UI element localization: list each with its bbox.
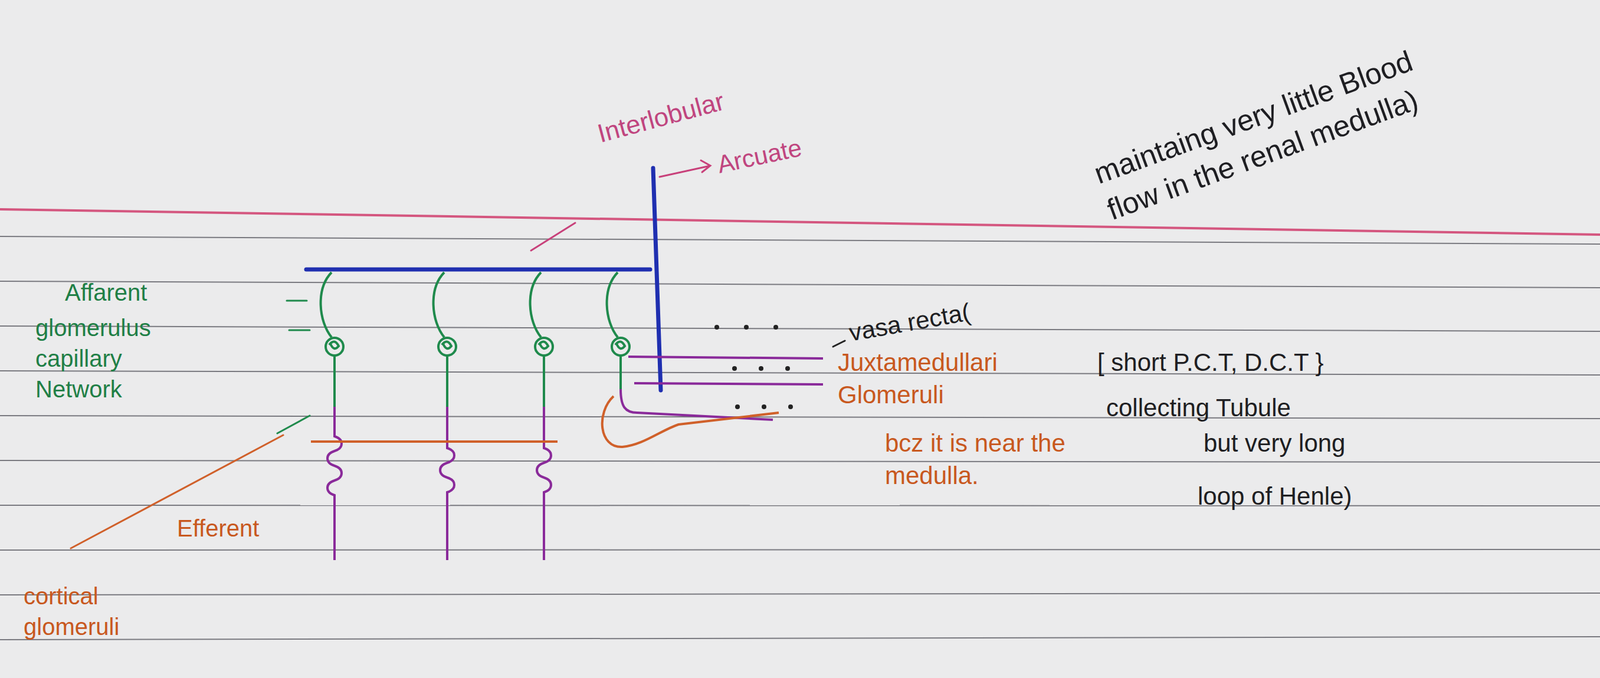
efferent-vessels xyxy=(327,356,824,561)
ruled-paper xyxy=(0,209,1600,641)
continuation-dots xyxy=(714,325,793,410)
arcuate-interlobular-vessels xyxy=(306,168,661,391)
label-text: [ short P.C.T, D.C.T } xyxy=(1097,346,1324,380)
label-text: Arcuate xyxy=(714,132,805,182)
leader-lines xyxy=(70,160,845,549)
label-text: loop of Henle) xyxy=(1197,480,1353,514)
label-text: maintaing very little Blood flow in the … xyxy=(1089,35,1448,229)
label-text: Affarent xyxy=(64,277,147,308)
label-text: glomerulus capillary Network xyxy=(35,312,189,405)
afferent-glomeruli xyxy=(320,272,630,408)
label-text: vasa recta( xyxy=(846,296,973,350)
juxtamedullary-loop xyxy=(310,396,779,448)
label-text: but very long xyxy=(1203,427,1346,461)
label-text: Juxtamedullari Glomeruli xyxy=(837,346,1074,412)
label-text: Efferent xyxy=(176,513,259,544)
label-text: Interlobular xyxy=(593,83,728,150)
label-text: cortical glomeruli xyxy=(23,581,201,643)
label-text: bcz it is near the medulla. xyxy=(884,427,1110,493)
label-text: collecting Tubule xyxy=(1106,392,1291,425)
